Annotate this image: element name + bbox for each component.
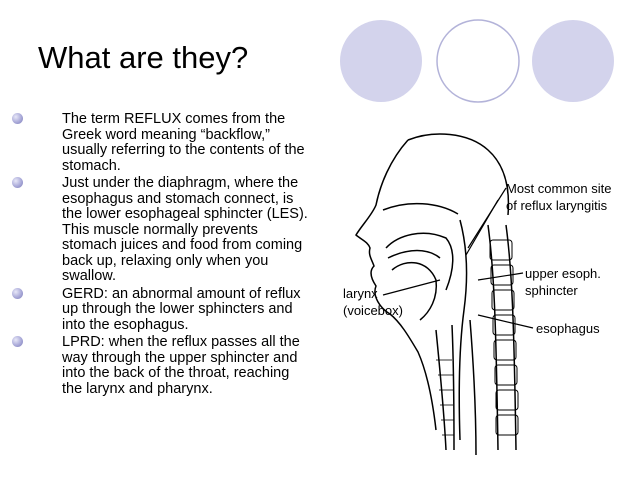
label-voicebox: (voicebox) (343, 303, 403, 318)
bullet-icon (12, 336, 23, 347)
throat-anatomy-diagram: Most common site of reflux laryngitis la… (343, 133, 611, 456)
bullet-icon (12, 113, 23, 124)
bullet-item: The term REFLUX comes from the Greek wor… (12, 111, 312, 174)
bullet-item: Just under the diaphragm, where the esop… (12, 175, 312, 285)
circle-2 (436, 19, 520, 103)
decorative-circles (340, 19, 614, 103)
bullet-icon (12, 287, 23, 299)
bullet-icon (12, 177, 23, 188)
bullet-text: The term REFLUX comes from the Greek wor… (62, 111, 305, 174)
label-common-site-2: of reflux laryngitis (506, 198, 608, 213)
bullet-text: Just under the diaphragm, where the esop… (62, 175, 308, 284)
tracheal-rings (436, 359, 454, 436)
bullet-text: GERD: an abnormal amount of reflux up th… (62, 285, 301, 333)
label-larynx: larynx (343, 286, 378, 301)
leader-lines (382, 187, 534, 329)
label-common-site: Most common site (506, 181, 611, 196)
slide-title: What are they? (38, 40, 249, 75)
bullet-list: The term REFLUX comes from the Greek wor… (12, 111, 312, 399)
circle-1 (340, 20, 422, 102)
label-sphincter: sphincter (525, 283, 578, 298)
label-upper-esoph: upper esoph. (525, 266, 601, 281)
bullet-text: LPRD: when the reflux passes all the way… (62, 334, 300, 397)
label-esophagus: esophagus (536, 321, 600, 336)
bullet-item: LPRD: when the reflux passes all the way… (12, 334, 312, 397)
circle-3 (532, 20, 614, 102)
bullet-item: GERD: an abnormal amount of reflux up th… (12, 285, 312, 334)
